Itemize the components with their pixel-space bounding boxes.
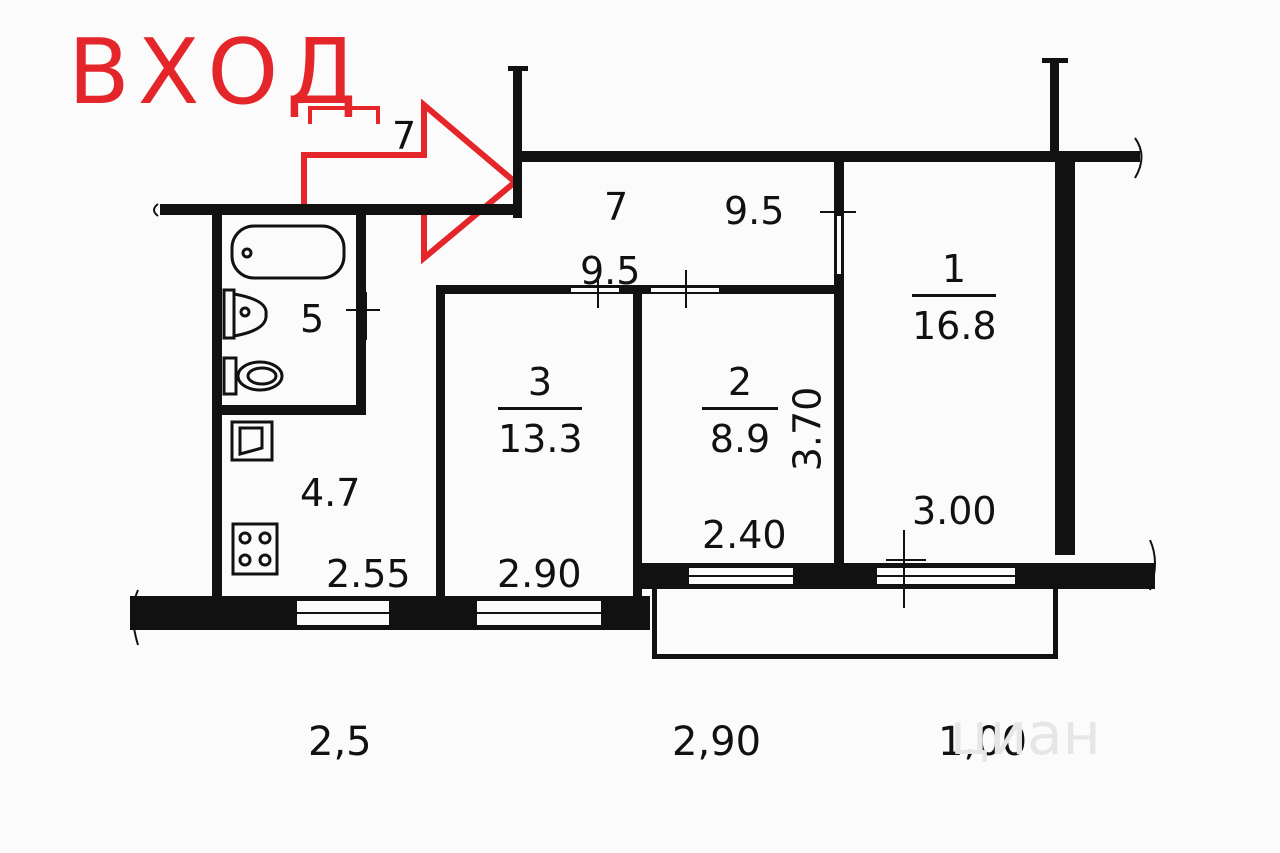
room2-depth: 3.70 — [785, 386, 830, 472]
room3-label: 3 13.3 — [498, 360, 583, 461]
bottom-label-2: 2,90 — [672, 719, 762, 765]
bottom-label-1: 2,5 — [308, 719, 372, 765]
room2-width: 2.40 — [702, 513, 787, 557]
room3-fraction-line — [498, 407, 582, 410]
corridor-label-top: 7 — [392, 114, 417, 158]
room3-number: 3 — [527, 360, 553, 404]
room1-label: 1 16.8 — [912, 247, 997, 348]
break-marks — [132, 137, 1156, 646]
watermark: циан — [950, 700, 1101, 768]
room1-number: 1 — [941, 247, 967, 291]
corridor-label-left: 7 — [604, 185, 629, 229]
bathtub-icon — [230, 224, 346, 280]
room1-width: 3.00 — [912, 489, 997, 533]
sink-icon — [222, 288, 268, 340]
room2-label: 2 8.9 — [702, 363, 778, 458]
door-ticks — [346, 211, 926, 608]
entry-bracket — [308, 106, 380, 124]
room3-area: 13.3 — [498, 417, 583, 461]
kitchen-sink-icon — [230, 420, 274, 462]
entry-label: ВХОД — [68, 20, 365, 125]
room1-area: 16.8 — [912, 304, 997, 348]
toilet-icon — [222, 356, 284, 396]
kitchen-width: 2.55 — [326, 552, 411, 596]
kitchen-area: 4.7 — [300, 471, 361, 515]
bottom-label-3: 1,00 — [938, 719, 1028, 765]
room1-fraction-line — [912, 294, 996, 297]
room3-width: 2.90 — [497, 552, 582, 596]
room2-number: 2 — [727, 360, 753, 404]
stove-icon — [231, 522, 279, 576]
windows — [295, 566, 1017, 627]
room2-area: 8.9 — [709, 417, 771, 461]
bathroom-label: 5 — [300, 297, 325, 341]
corridor-label-mid: 9.5 — [580, 249, 641, 293]
corridor-label-right: 9.5 — [724, 189, 785, 233]
room2-fraction-line — [702, 407, 778, 410]
